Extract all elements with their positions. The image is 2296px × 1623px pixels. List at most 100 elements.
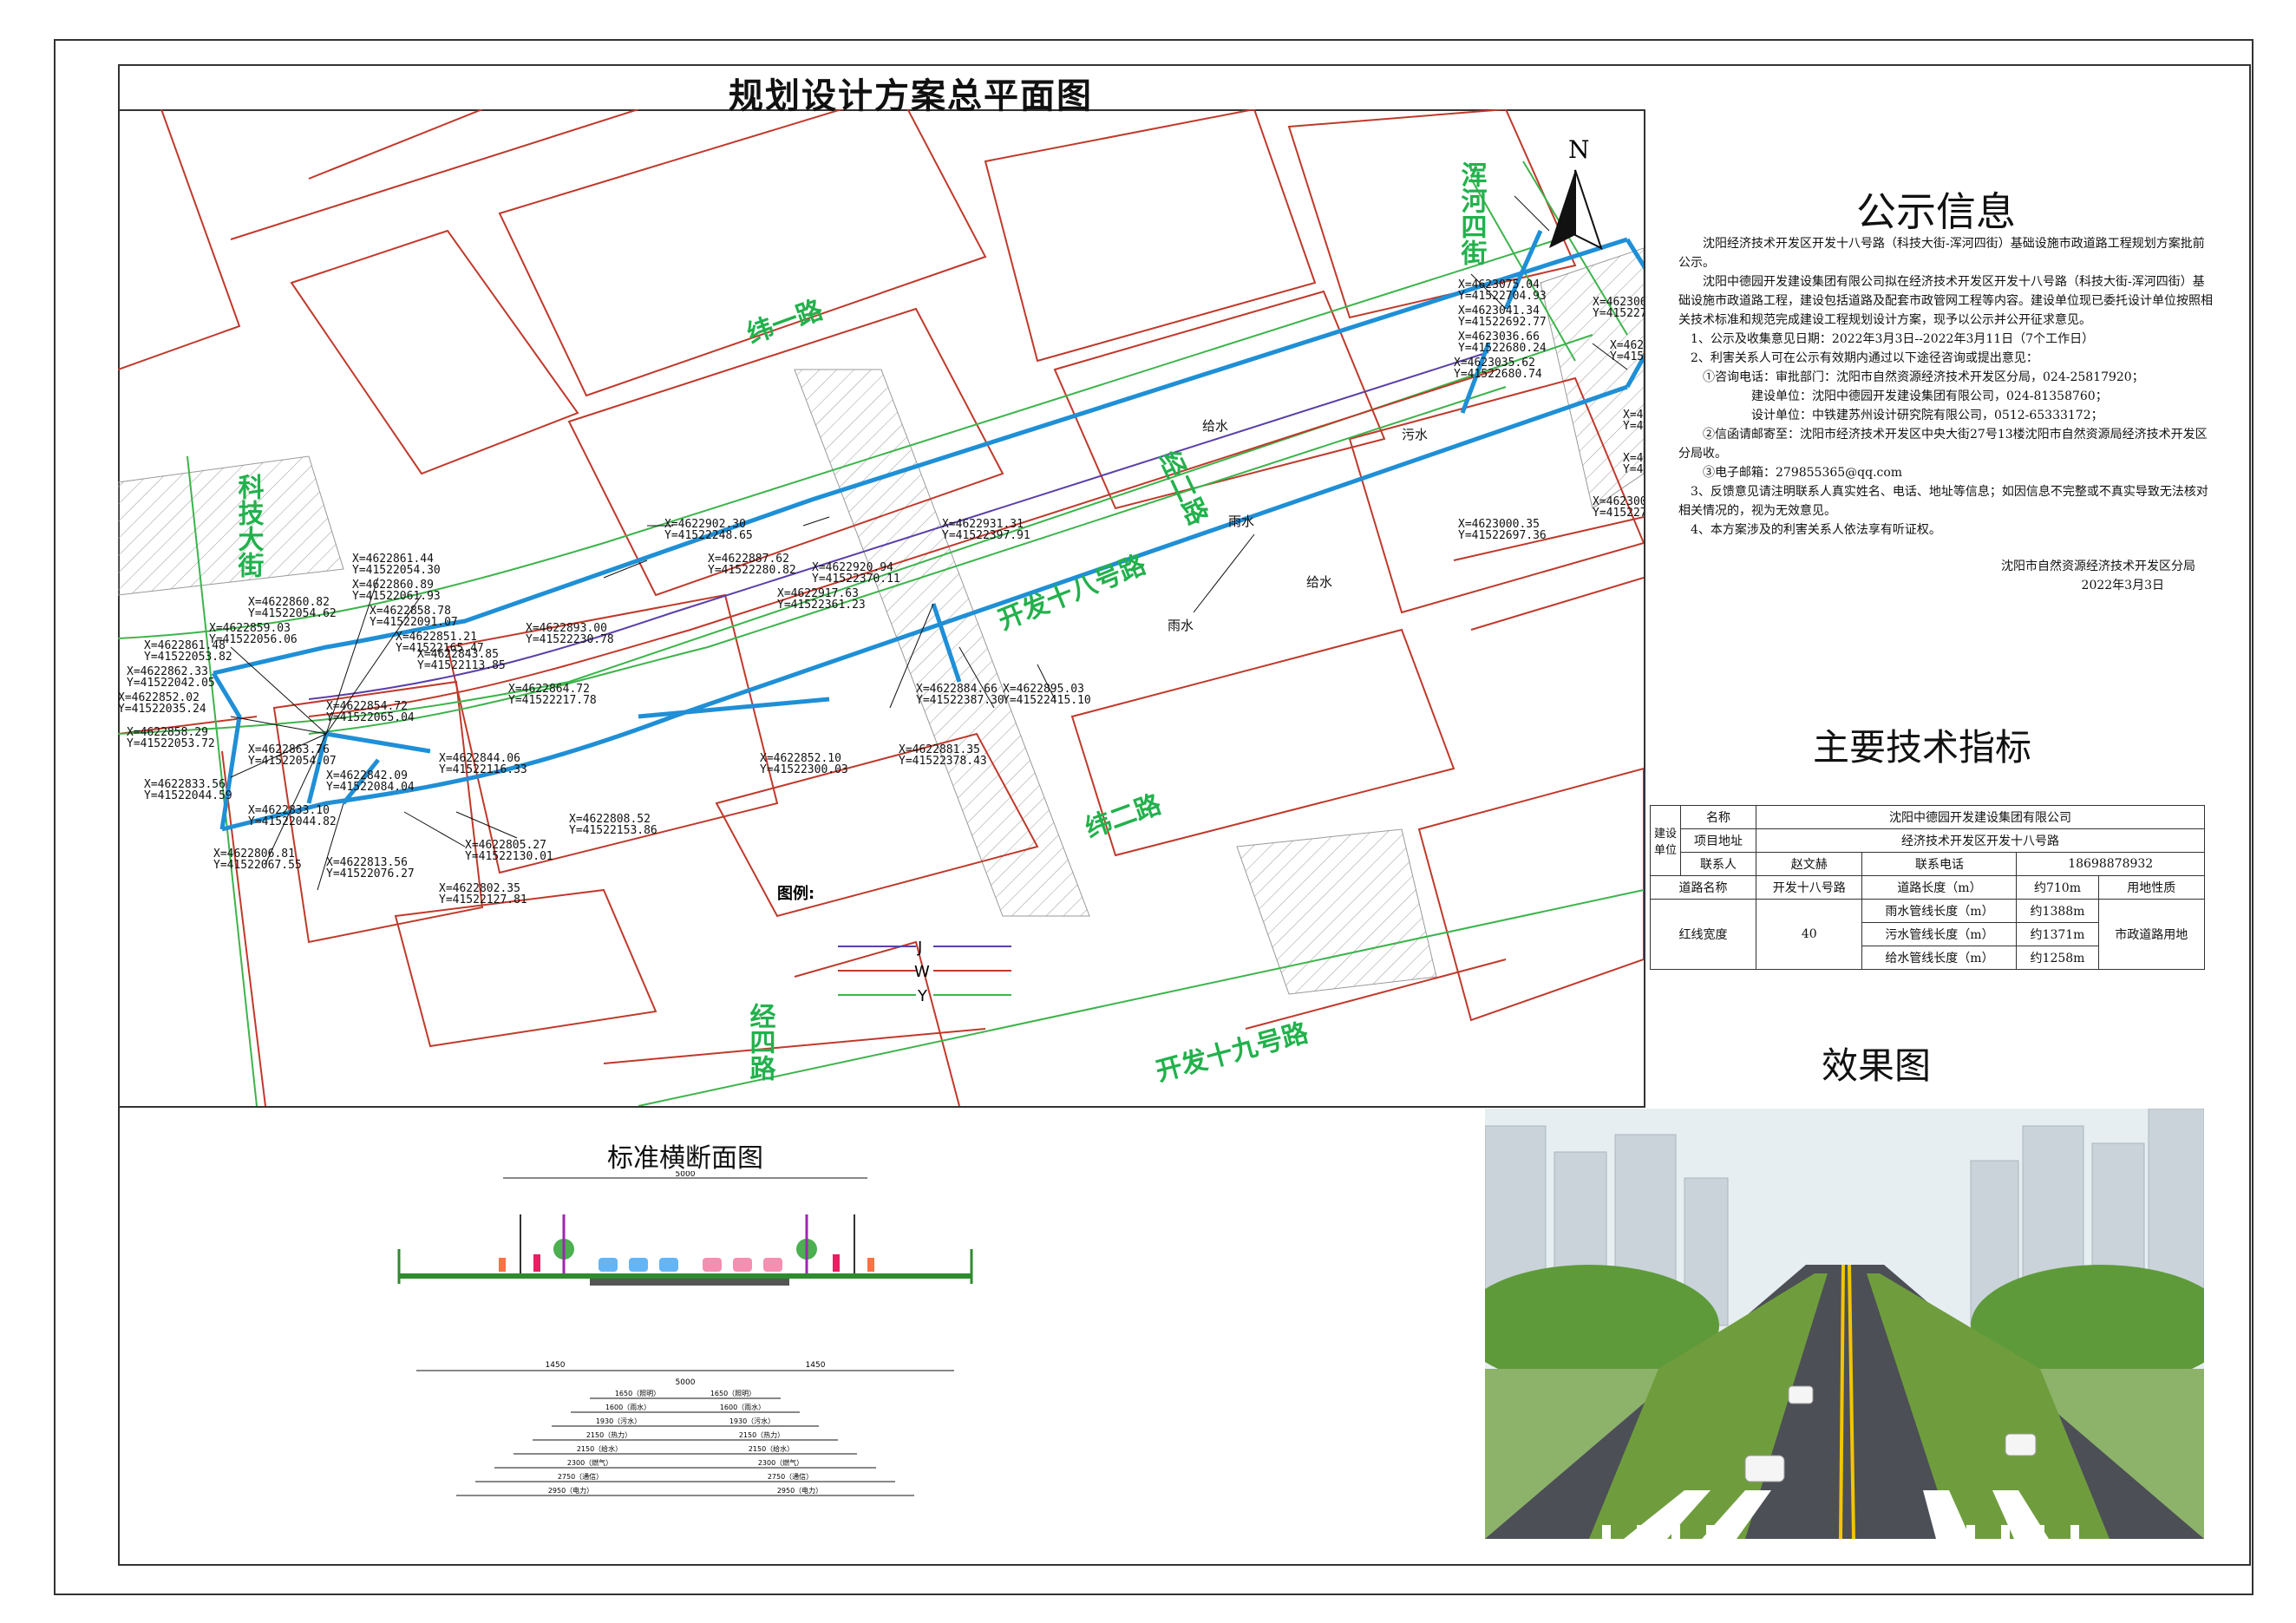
- coordinate-label: X=4622833.10: [248, 804, 330, 817]
- section-total: 5000: [676, 1378, 696, 1387]
- notice-para-7: 设计单位：中铁建苏州设计研究院有限公司，0512-65333172；: [1751, 409, 2103, 422]
- map-title-strip: [118, 64, 1644, 111]
- road-label-keji: 科技大街: [233, 474, 265, 578]
- coordinate-label: X=4622842.09: [326, 769, 408, 782]
- coordinate-label: Y=41522707.97: [1593, 307, 1644, 320]
- section-ground: [399, 1273, 971, 1279]
- legend-title: 图例:: [777, 884, 814, 903]
- tech-land-value: 市政道路用地: [2097, 899, 2206, 970]
- section-row-label: 2300（燃气）: [567, 1458, 612, 1467]
- coordinate-label: X=4622861.44: [352, 553, 434, 566]
- cross-section-drawing: 5000 1450 1450 5000 1650（照明）1650（照明）1600…: [397, 1171, 973, 1496]
- notice-org: 沈阳市自然资源经济技术开发区分局: [2001, 560, 2195, 573]
- legend-label-w: W: [914, 963, 930, 981]
- section-vehicles: [599, 1258, 782, 1272]
- section-half-right: 1450: [806, 1361, 826, 1370]
- north-label: N: [1568, 135, 1590, 164]
- tech-width-label: 红线宽度: [1650, 899, 1756, 970]
- pipe-lines: [308, 351, 1507, 735]
- coordinate-label: X=4623075.04: [1458, 278, 1540, 291]
- coordinate-label: X=4623000.35: [1458, 518, 1540, 531]
- coordinate-label: Y=41522697.36: [1458, 529, 1547, 542]
- coordinate-label: X=4622851.21: [396, 631, 477, 644]
- tech-phone-value: 18698878932: [2016, 852, 2205, 876]
- coordinate-label: Y=41522130.01: [465, 850, 553, 863]
- coordinate-label: X=4623069.64: [1593, 296, 1644, 309]
- coordinate-label: Y=41522053.82: [144, 651, 232, 664]
- coordinate-label: Y=41522065.04: [326, 711, 415, 724]
- notice-para-2: 沈阳中德园开发建设集团有限公司拟在经济技术开发区开发十八号路（科技大街-浑河四街…: [1678, 275, 2213, 327]
- tech-road-len-value: 约710m: [2016, 875, 2099, 900]
- section-row-label: 1930（污水）: [596, 1417, 641, 1425]
- coordinate-label: X=4622920.94: [812, 561, 893, 574]
- coordinate-label: Y=41522230.78: [526, 633, 614, 646]
- tech-contact-value: 赵文赫: [1755, 852, 1863, 876]
- coordinate-label: X=4623051.65: [1610, 339, 1644, 352]
- road-label-weier: 纬二路: [1082, 789, 1166, 845]
- notice-body: 沈阳经济技术开发区开发十八号路（科技大街-浑河四街）基础设施市政道路工程规划方案…: [1678, 234, 2216, 595]
- coordinate-label: Y=41522680.74: [1454, 368, 1542, 381]
- section-row-label: 2750（通信）: [768, 1472, 813, 1481]
- coordinate-label: Y=41522067.55: [213, 859, 302, 872]
- coordinate-label: X=4622902.30: [664, 518, 746, 531]
- notice-email[interactable]: ③电子邮箱：279855365@qq.com: [1703, 466, 1903, 480]
- road-label-jinger: 经二路: [1153, 447, 1213, 531]
- section-trees: [520, 1214, 855, 1273]
- coordinate-label: Y=41522153.86: [569, 824, 657, 837]
- coordinate-label: X=4622860.82: [248, 596, 330, 609]
- site-plan-map: 开发十八号路 开发十九号路 纬一路 纬二路 经二路 经四路 科技大街 浑河四街 …: [118, 109, 1645, 1108]
- coordinate-label: Y=41522056.06: [209, 633, 298, 646]
- section-row-label: 2750（通信）: [558, 1472, 603, 1481]
- coordinate-labels: X=4623075.04Y=41522704.93X=4623041.34Y=4…: [118, 278, 1644, 906]
- tech-sewage-value: 约1371m: [2016, 922, 2099, 946]
- coordinate-label: Y=41522116.33: [439, 763, 527, 776]
- pipe-label-yushui-2: 雨水: [1168, 618, 1194, 633]
- coordinate-label: Y=41522387.30: [916, 694, 1004, 707]
- coordinate-label: X=4622806.81: [213, 847, 295, 861]
- coordinate-label: Y=41522726.86: [1623, 420, 1644, 433]
- section-row-label: 1650（照明）: [710, 1390, 756, 1397]
- road-edges: [118, 160, 1644, 1106]
- notice-para-4: 2、利害关系人可在公示有效期内通过以下途径咨询或提出意见：: [1691, 351, 2038, 365]
- section-row-label: 2950（电力）: [777, 1486, 822, 1495]
- hatched-parcel: [1236, 828, 1437, 995]
- notice-para-5: ①咨询电话：审批部门：沈阳市自然资源经济技术开发区分局，024-25817920…: [1703, 370, 2144, 384]
- section-row-label: 2950（电力）: [548, 1486, 593, 1495]
- coordinate-label: Y=41522076.27: [326, 867, 415, 880]
- coordinate-label: X=4622931.31: [942, 518, 1024, 531]
- coordinate-label: Y=41522044.82: [248, 815, 337, 828]
- coordinate-label: X=4622852.02: [118, 691, 200, 704]
- tech-water-value: 约1258m: [2016, 946, 2099, 970]
- render-title: 效果图: [1822, 1044, 1932, 1087]
- coordinate-label: Y=41522719.32: [1623, 463, 1644, 476]
- notice-para-8: ②信函请邮寄至：沈阳市经济技术开发区中央大街27号13楼沈阳市自然资源局经济技术…: [1678, 428, 2208, 461]
- section-row-label: 2150（给水）: [749, 1444, 794, 1453]
- tech-title: 主要技术指标: [1813, 726, 2032, 769]
- coordinate-label: Y=41522397.91: [942, 529, 1030, 542]
- tech-road-name-value: 开发十八号路: [1755, 875, 1863, 900]
- coordinate-label: X=4622895.03: [1003, 683, 1084, 696]
- coordinate-label: X=4622917.63: [777, 587, 859, 600]
- notice-para-1: 沈阳经济技术开发区开发十八号路（科技大街-浑河四街）基础设施市政道路工程规划方案…: [1678, 237, 2205, 270]
- section-row-label: 2150（给水）: [577, 1444, 622, 1453]
- coordinate-label: X=4623035.62: [1454, 357, 1535, 370]
- tech-road-name-label: 道路名称: [1650, 875, 1756, 900]
- tech-addr-label: 项目地址: [1680, 828, 1756, 853]
- street-rendering: [1485, 1109, 2204, 1539]
- coordinate-label: Y=41522680.24: [1458, 342, 1547, 355]
- pipe-label-yushui: 雨水: [1228, 514, 1254, 529]
- leader-lines: [230, 195, 1628, 891]
- coordinate-label: X=4622858.29: [127, 726, 208, 739]
- legend-label-y: Y: [917, 987, 928, 1005]
- pipe-label-jishui: 给水: [1202, 418, 1228, 434]
- map-title: 规划设计方案总平面图: [729, 75, 1093, 116]
- notice-para-10: 3、反馈意见请注明联系人真实姓名、电话、地址等信息；如因信息不完整或不真实导致无…: [1678, 485, 2208, 518]
- coordinate-label: Y=41522717.61: [1610, 350, 1644, 363]
- tech-name-value: 沈阳中德园开发建设集团有限公司: [1756, 805, 2205, 829]
- hatched-parcel: [794, 369, 1090, 917]
- coordinate-label: X=4622859.03: [209, 622, 291, 635]
- coordinate-label: Y=41522044.59: [144, 789, 232, 802]
- coordinate-label: Y=41522378.43: [899, 755, 987, 768]
- coordinate-label: X=4622861.48: [144, 639, 226, 652]
- coordinate-label: Y=41522035.24: [118, 703, 206, 716]
